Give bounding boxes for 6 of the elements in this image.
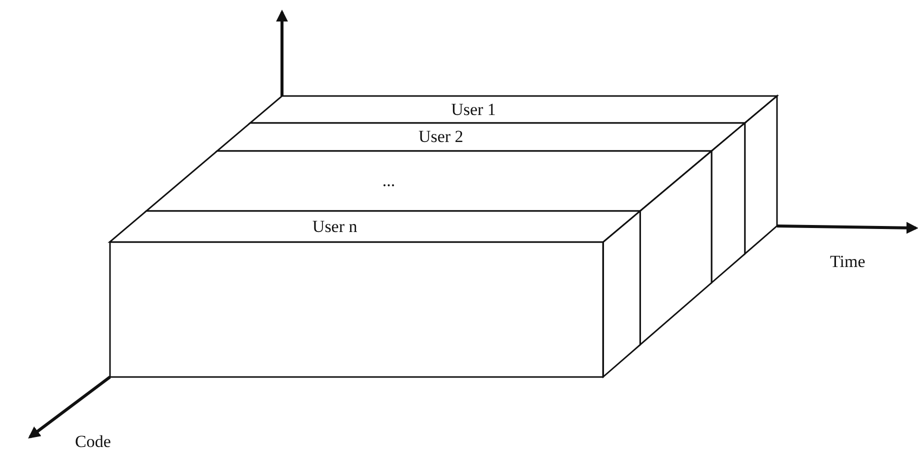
axis-label: Time — [830, 252, 866, 272]
slab-label: User 1 — [451, 100, 496, 120]
slab-label: User 2 — [418, 127, 464, 147]
slab-label: User n — [312, 216, 358, 236]
slab-label: ... — [382, 171, 396, 191]
axis-label: Code — [75, 432, 111, 452]
